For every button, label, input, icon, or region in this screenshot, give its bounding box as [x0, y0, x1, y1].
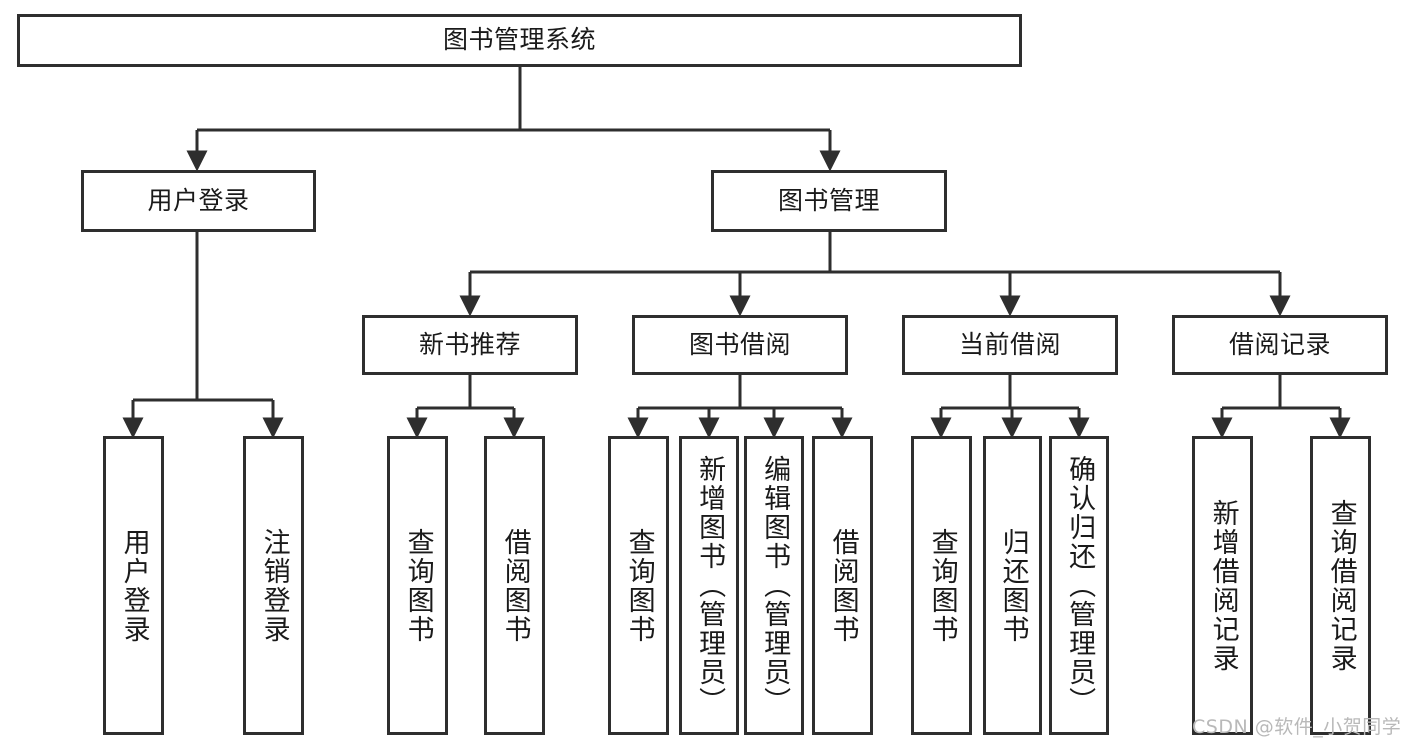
leaf-query-books-borrowing[interactable]: 查询图书	[608, 436, 669, 735]
leaf-add-book-admin[interactable]: 新增图书（管理员）	[679, 436, 739, 735]
node-label: 借阅图书	[827, 527, 859, 644]
leaf-query-borrowing-record[interactable]: 查询借阅记录	[1310, 436, 1371, 735]
node-book-borrowing[interactable]: 图书借阅	[632, 315, 848, 375]
node-label: 注销登录	[258, 527, 290, 644]
leaf-user-login[interactable]: 用户登录	[103, 436, 164, 735]
node-label: 图书管理	[777, 185, 880, 215]
node-user-login[interactable]: 用户登录	[81, 170, 316, 232]
node-label: 编辑图书（管理员）	[759, 455, 791, 716]
node-book-management[interactable]: 图书管理	[711, 170, 947, 232]
node-label: 用户登录	[118, 527, 150, 644]
leaf-borrow-books-borrowing[interactable]: 借阅图书	[812, 436, 873, 735]
leaf-return-books[interactable]: 归还图书	[983, 436, 1042, 735]
node-label: 用户登录	[147, 185, 250, 215]
node-label: 查询图书	[926, 527, 958, 644]
leaf-logout[interactable]: 注销登录	[243, 436, 304, 735]
node-label: 当前借阅	[958, 329, 1061, 359]
node-current-borrowing[interactable]: 当前借阅	[902, 315, 1118, 375]
node-label: 查询借阅记录	[1325, 498, 1357, 673]
node-label: 查询图书	[402, 527, 434, 644]
node-root-book-management-system[interactable]: 图书管理系统	[17, 14, 1022, 67]
leaf-query-books-current[interactable]: 查询图书	[911, 436, 972, 735]
node-new-book-recommendation[interactable]: 新书推荐	[362, 315, 578, 375]
node-label: 归还图书	[997, 527, 1029, 644]
node-label: 借阅记录	[1228, 329, 1331, 359]
node-label: 确认归还（管理员）	[1064, 455, 1096, 716]
node-label: 新增图书（管理员）	[694, 455, 726, 716]
leaf-edit-book-admin[interactable]: 编辑图书（管理员）	[744, 436, 804, 735]
node-label: 图书借阅	[688, 329, 791, 359]
leaf-add-borrowing-record[interactable]: 新增借阅记录	[1192, 436, 1253, 735]
leaf-confirm-return-admin[interactable]: 确认归还（管理员）	[1049, 436, 1109, 735]
leaf-borrow-books-recommendation[interactable]: 借阅图书	[484, 436, 545, 735]
leaf-query-books-recommendation[interactable]: 查询图书	[387, 436, 448, 735]
node-label: 借阅图书	[499, 527, 531, 644]
node-label: 新书推荐	[418, 329, 521, 359]
node-label: 新增借阅记录	[1207, 498, 1239, 673]
node-label: 图书管理系统	[442, 25, 596, 55]
node-label: 查询图书	[623, 527, 655, 644]
node-borrowing-records[interactable]: 借阅记录	[1172, 315, 1388, 375]
